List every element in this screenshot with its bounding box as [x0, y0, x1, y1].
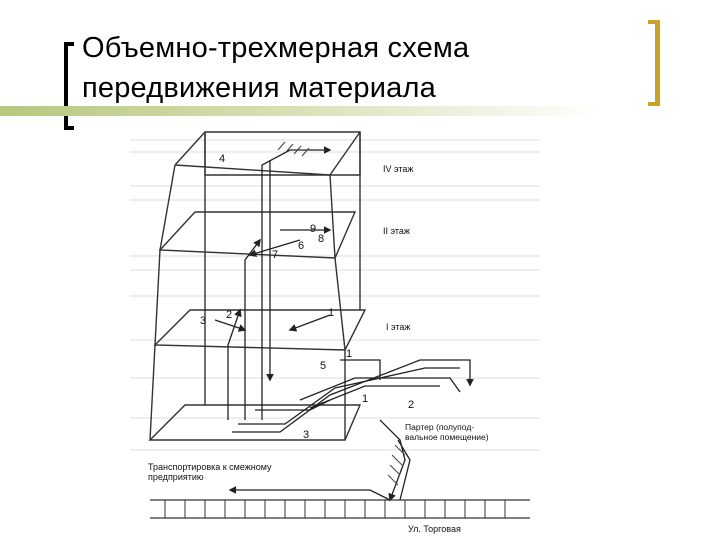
marker-3a: 3 [200, 315, 206, 327]
label-floor-iv: IV этаж [383, 164, 413, 174]
background-text-lines [130, 139, 540, 451]
label-transport-2: предприятию [148, 472, 204, 482]
marker-7: 7 [272, 249, 278, 261]
marker-3b: 3 [303, 429, 309, 441]
stair-hatching [277, 141, 406, 486]
marker-8: 8 [318, 233, 324, 245]
marker-4: 4 [219, 153, 225, 165]
flow-markers: 4 9 8 6 7 2 3 1 1 5 1 2 3 [200, 153, 414, 441]
marker-1b: 1 [346, 348, 352, 360]
title-line-1: Объемно-трехмерная схема [82, 32, 470, 64]
label-floor-ii: II этаж [383, 226, 410, 236]
title-accent-bar [0, 106, 600, 116]
diagram-labels: IV этаж II этаж I этаж Партер (полупод- … [148, 164, 489, 534]
left-bracket-decoration [64, 42, 74, 130]
right-bracket-decoration [648, 20, 660, 106]
marker-6: 6 [298, 240, 304, 252]
slide-title: Объемно-трехмерная схема передвижения ма… [82, 28, 642, 108]
marker-2a: 2 [226, 309, 232, 321]
label-transport-1: Транспортировка к смежному [148, 462, 272, 472]
street-band [150, 499, 530, 519]
label-basement-1: Партер (полупод- [405, 422, 474, 432]
marker-5: 5 [320, 360, 326, 372]
marker-9: 9 [310, 223, 316, 235]
marker-2b: 2 [408, 399, 414, 411]
label-basement-2: вальное помещение) [405, 432, 489, 442]
title-line-2: передвижения материала [82, 72, 436, 104]
label-floor-i: I этаж [386, 322, 410, 332]
flow-paths [214, 146, 474, 502]
marker-1c: 1 [362, 393, 368, 405]
label-street: Ул. Торговая [408, 524, 461, 534]
building-frame [148, 131, 367, 441]
marker-1a: 1 [328, 307, 334, 319]
material-flow-diagram: 4 9 8 6 7 2 3 1 1 5 1 2 3 IV этаж II эта… [130, 131, 540, 534]
